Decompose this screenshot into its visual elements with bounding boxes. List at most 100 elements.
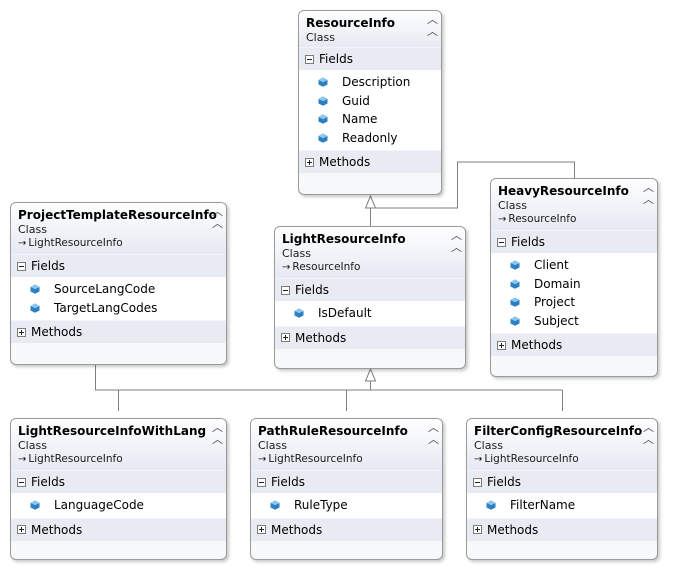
field-icon: [318, 133, 328, 143]
field-icon: [318, 77, 328, 88]
field-list: SourceLangCode TargetLangCodes: [11, 277, 226, 320]
field-icon: [294, 308, 304, 319]
field-icon: [30, 284, 40, 295]
field-name: SourceLangCode: [54, 282, 156, 297]
chevron-up-icon[interactable]: ︿︿: [212, 205, 223, 230]
collapse-toggle-icon[interactable]: [305, 54, 314, 64]
base-class: →LightResourceInfo: [18, 236, 206, 251]
class-light-resource-info[interactable]: LightResourceInfo Class →ResourceInfo ︿︿…: [274, 226, 466, 369]
collapse-toggle-icon[interactable]: [17, 261, 26, 271]
methods-section-header[interactable]: Methods: [491, 333, 657, 356]
fields-section-header[interactable]: Fields: [467, 470, 657, 493]
field-item[interactable]: IsDefault: [275, 304, 465, 323]
class-stereotype: Class: [258, 439, 287, 452]
base-class: →LightResourceInfo: [474, 452, 637, 467]
field-item[interactable]: Subject: [491, 312, 657, 331]
field-icon: [30, 500, 40, 511]
class-stereotype: Class: [306, 31, 335, 44]
class-stereotype: Class: [18, 223, 47, 236]
field-name: Readonly: [342, 130, 398, 145]
fields-section-header[interactable]: Fields: [491, 230, 657, 253]
fields-label: Fields: [31, 259, 65, 273]
field-name: Project: [534, 295, 576, 310]
field-item[interactable]: Readonly: [299, 129, 441, 148]
expand-toggle-icon[interactable]: [17, 525, 26, 534]
class-header: LightResourceInfoWithLang Class →LightRe…: [11, 419, 226, 470]
field-item[interactable]: RuleType: [251, 496, 442, 515]
base-class-name: ResourceInfo: [292, 261, 361, 273]
base-class-name: LightResourceInfo: [28, 453, 123, 465]
class-project-template-resource-info[interactable]: ProjectTemplateResourceInfo Class →Light…: [10, 202, 227, 365]
methods-label: Methods: [319, 155, 371, 169]
chevron-up-icon[interactable]: ︿︿: [427, 13, 438, 38]
methods-section-header[interactable]: Methods: [275, 325, 465, 349]
field-list: IsDefault: [275, 301, 465, 326]
class-stereotype: Class: [498, 199, 527, 212]
field-item[interactable]: SourceLangCode: [11, 280, 226, 299]
field-item[interactable]: FilterName: [467, 496, 657, 515]
field-list: RuleType: [251, 493, 442, 518]
collapse-toggle-icon[interactable]: [17, 477, 26, 487]
methods-section-header[interactable]: Methods: [251, 517, 442, 541]
fields-section-header[interactable]: Fields: [11, 470, 226, 493]
class-stereotype: Class: [18, 439, 47, 452]
expand-toggle-icon[interactable]: [281, 333, 290, 342]
collapse-toggle-icon[interactable]: [473, 477, 482, 487]
expand-toggle-icon[interactable]: [305, 157, 314, 167]
methods-label: Methods: [271, 522, 323, 537]
fields-section-header[interactable]: Fields: [11, 254, 226, 277]
collapse-toggle-icon[interactable]: [281, 285, 290, 295]
chevron-up-icon[interactable]: ︿︿: [428, 421, 439, 446]
base-class: →LightResourceInfo: [258, 452, 422, 467]
methods-label: Methods: [511, 338, 563, 352]
field-item[interactable]: Project: [491, 293, 657, 312]
inheritance-arrow-icon: →: [282, 262, 291, 273]
inheritance-line-heavy-to-resource: [370, 161, 575, 209]
collapse-toggle-icon[interactable]: [257, 477, 266, 487]
fields-label: Fields: [271, 475, 305, 489]
class-name: FilterConfigResourceInfo: [474, 424, 643, 438]
field-item[interactable]: Description: [299, 73, 441, 92]
methods-section-header[interactable]: Methods: [11, 517, 226, 541]
class-resource-info[interactable]: ResourceInfo Class ︿︿ Fields Description…: [298, 10, 442, 195]
class-name: LightResourceInfo: [282, 232, 406, 246]
collapse-toggle-icon[interactable]: [497, 237, 506, 247]
fields-section-header[interactable]: Fields: [299, 47, 441, 70]
methods-section-header[interactable]: Methods: [299, 150, 441, 173]
field-icon: [486, 500, 496, 511]
chevron-up-icon[interactable]: ︿︿: [643, 421, 654, 446]
expand-toggle-icon[interactable]: [497, 340, 506, 350]
field-item[interactable]: LanguageCode: [11, 496, 226, 515]
fields-label: Fields: [511, 235, 545, 249]
field-name: TargetLangCodes: [54, 300, 158, 315]
class-header: ProjectTemplateResourceInfo Class →Light…: [11, 203, 226, 254]
class-light-resource-info-with-lang[interactable]: LightResourceInfoWithLang Class →LightRe…: [10, 418, 227, 560]
fields-section-header[interactable]: Fields: [251, 470, 442, 493]
field-item[interactable]: TargetLangCodes: [11, 299, 226, 318]
field-name: FilterName: [510, 498, 576, 513]
field-item[interactable]: Domain: [491, 275, 657, 294]
fields-section-header[interactable]: Fields: [275, 278, 465, 301]
field-item[interactable]: Guid: [299, 92, 441, 111]
class-heavy-resource-info[interactable]: HeavyResourceInfo Class →ResourceInfo ︿︿…: [490, 178, 658, 377]
inheritance-arrow-icon: →: [258, 454, 267, 465]
field-name: Name: [342, 112, 378, 127]
methods-section-header[interactable]: Methods: [11, 320, 226, 343]
field-icon: [30, 303, 40, 313]
chevron-up-icon[interactable]: ︿︿: [451, 229, 462, 254]
fields-label: Fields: [295, 283, 329, 297]
expand-toggle-icon[interactable]: [257, 525, 266, 534]
expand-toggle-icon[interactable]: [473, 525, 482, 534]
field-icon: [510, 260, 520, 271]
methods-section-header[interactable]: Methods: [467, 517, 657, 541]
class-path-rule-resource-info[interactable]: PathRuleResourceInfo Class →LightResourc…: [250, 418, 443, 560]
field-item[interactable]: Client: [491, 256, 657, 275]
field-name: IsDefault: [318, 306, 372, 321]
class-filter-config-resource-info[interactable]: FilterConfigResourceInfo Class →LightRes…: [466, 418, 658, 560]
field-list: Client Domain Project Subject: [491, 253, 657, 333]
chevron-up-icon[interactable]: ︿︿: [212, 421, 223, 446]
chevron-up-icon[interactable]: ︿︿: [643, 181, 654, 206]
base-class-name: LightResourceInfo: [268, 453, 363, 465]
expand-toggle-icon[interactable]: [17, 327, 26, 337]
field-item[interactable]: Name: [299, 110, 441, 129]
